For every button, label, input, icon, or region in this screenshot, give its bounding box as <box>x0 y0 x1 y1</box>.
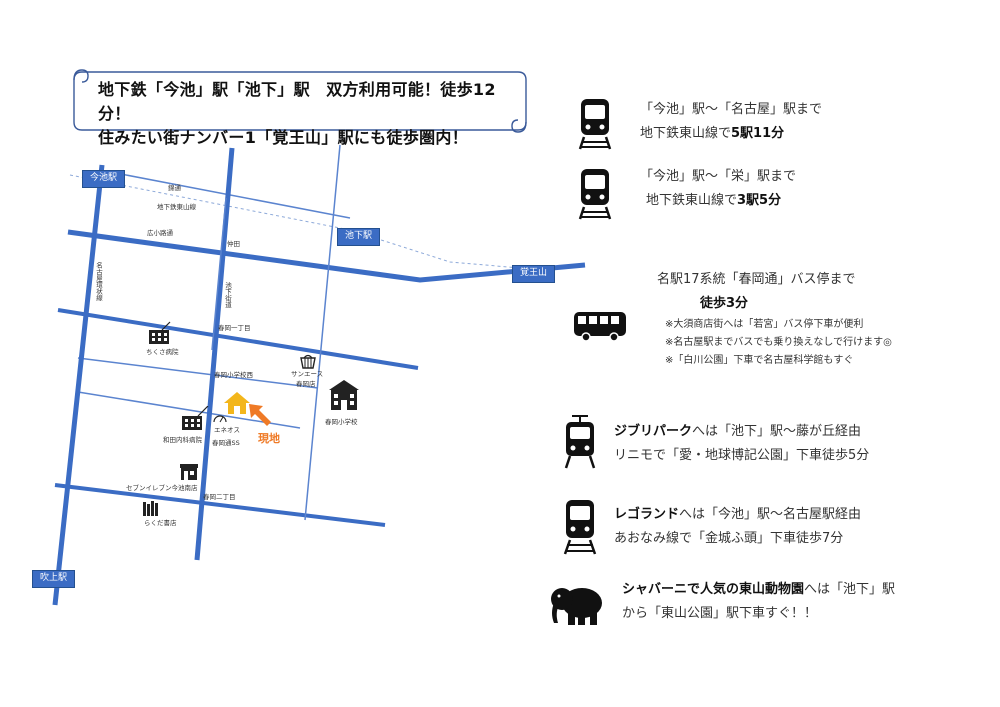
clinic-icon <box>182 406 209 430</box>
road-haruoka1 <box>57 308 419 370</box>
banner-headline: 地下鉄「今池」駅「池下」駅 双方利用可能！徒歩12分！ 住みたい街ナンバー1「覚… <box>98 78 508 150</box>
train-icon <box>578 99 612 150</box>
station-kakuozan[interactable]: 覚王山 <box>512 265 556 283</box>
station-fukiage[interactable]: 吹上駅 <box>32 570 76 588</box>
access-legoland-route: へは「今池」駅～名古屋駅経由 <box>679 507 862 522</box>
poi-wada-clinic: 和田内科病院 <box>163 436 202 444</box>
access-zoo-line2: から「東山公園」駅下車すぐ！！ <box>622 606 818 621</box>
banner-line-1: 地下鉄「今池」駅「池下」駅 双方利用可能！徒歩12分！ <box>98 80 496 123</box>
label-hirokoji: 広小路通 <box>147 229 173 237</box>
access-zoo-name: シャバーニで人気の東山動物園 <box>622 582 805 597</box>
access-zoo-route: へは「池下」駅 <box>804 582 896 597</box>
access-ghibli-name: ジブリパーク <box>614 424 693 439</box>
access-nagoya-line1: 「今池」駅～「名古屋」駅まで <box>640 102 823 117</box>
access-sakae-line2-bold: 3駅5分 <box>737 193 782 208</box>
road-haruoka2 <box>54 483 386 527</box>
poi-haruoka-school: 春岡小学校 <box>325 418 358 426</box>
access-zoo: シャバーニで人気の東山動物園へは「池下」駅 から「東山公園」駅下車すぐ！！ <box>622 578 895 626</box>
label-naka: 仲田 <box>227 240 240 248</box>
bus-icon <box>574 312 626 342</box>
access-legoland: レゴランドへは「今池」駅～名古屋駅経由 あおなみ線で「金城ふ頭」下車徒歩7分 <box>614 503 861 551</box>
poi-sun-ace: サンエース <box>291 370 324 378</box>
access-ghibli-route: へは「池下」駅～藤が丘経由 <box>692 424 862 439</box>
hospital-icon <box>149 321 171 344</box>
poi-seven-eleven: セブンイレブン今池南店 <box>126 484 198 492</box>
road-school-west <box>77 357 319 389</box>
access-sakae: 「今池」駅～「栄」駅まで 地下鉄東山線で3駅5分 <box>640 165 796 213</box>
access-sakae-line2-prefix: 地下鉄東山線で <box>646 193 738 208</box>
poi-chikusa-hospital: ちくさ病院 <box>146 348 179 356</box>
label-haruoka2: 春岡二丁目 <box>203 493 236 501</box>
access-legoland-line1: レゴランドへは「今池」駅～名古屋駅経由 <box>614 503 861 527</box>
shopping-basket-icon <box>300 354 316 369</box>
label-haruoka1: 春岡一丁目 <box>218 324 251 332</box>
access-zoo-line1: シャバーニで人気の東山動物園へは「池下」駅 <box>622 578 895 602</box>
access-nagoya-line2-bold: 5駅11分 <box>731 126 785 141</box>
label-ikeshita-road: 池下街道 <box>223 282 232 308</box>
map-roads <box>52 144 586 606</box>
access-legoland-name: レゴランド <box>614 507 680 522</box>
station-imaike[interactable]: 今池駅 <box>82 170 126 188</box>
access-nagoya-line2: 地下鉄東山線で5駅11分 <box>640 122 822 146</box>
access-sakae-line2: 地下鉄東山線で3駅5分 <box>640 189 796 213</box>
station-ikeshita[interactable]: 池下駅 <box>337 228 381 246</box>
access-ghibli-line2: リニモで「愛・地球博記公園」下車徒歩5分 <box>614 448 870 463</box>
poi-rakuda: らくだ書店 <box>144 519 177 527</box>
site-label: 現地 <box>258 432 280 445</box>
train-icon <box>563 500 597 555</box>
access-legoland-line2: あおなみ線で「金城ふ頭」下車徒歩7分 <box>614 531 844 546</box>
poi-eneos: エネオス <box>214 426 240 434</box>
label-kansen: 名古屋環状線 <box>94 262 103 301</box>
site-arrow-icon <box>249 404 271 426</box>
elephant-icon <box>551 588 602 625</box>
label-school-west: 春岡小学校西 <box>214 371 253 379</box>
access-nagoya: 「今池」駅～「名古屋」駅まで 地下鉄東山線で5駅11分 <box>640 98 822 146</box>
access-bus-note-1: ※大須商店街へは「若宮」バス停下車が便利 <box>665 319 864 330</box>
access-nagoya-line2-prefix: 地下鉄東山線で <box>640 126 732 141</box>
convenience-store-icon <box>180 464 198 480</box>
poi-haruoka-ss: 春岡通SS <box>212 439 240 447</box>
road-ikeshita <box>194 147 235 561</box>
poi-haruoka-store: 春岡店 <box>296 380 316 388</box>
subway-line <box>69 174 521 269</box>
road-naka <box>211 197 227 351</box>
access-bus-line2: 徒歩3分 <box>700 296 749 311</box>
gas-station-icon <box>213 415 227 423</box>
bookstore-icon <box>143 501 158 516</box>
tram-icon <box>564 415 596 469</box>
label-subway: 地下鉄東山線 <box>157 203 196 211</box>
access-bus-note-3: ※「白川公園」下車で名古屋科学館もすぐ <box>665 355 854 366</box>
access-bus-note-2: ※名古屋駅までバスでも乗り換えなしで行けます◎ <box>665 337 892 348</box>
school-icon <box>329 380 359 410</box>
banner-line-2: 住みたい街ナンバー1「覚王山」駅にも徒歩圏内！ <box>98 128 469 147</box>
access-sakae-line1: 「今池」駅～「栄」駅まで <box>640 169 797 184</box>
access-ghibli-line1: ジブリパークへは「池下」駅～藤が丘経由 <box>614 420 869 444</box>
label-nishiki: 錦通 <box>168 184 181 192</box>
access-ghibli: ジブリパークへは「池下」駅～藤が丘経由 リニモで「愛・地球博記公園」下車徒歩5分 <box>614 420 869 468</box>
road-east <box>304 144 341 521</box>
train-icon <box>578 169 612 220</box>
banner-scroll <box>73 69 527 133</box>
access-bus-line1: 名駅17系統「春岡通」バス停まで <box>657 272 856 287</box>
road-kansen <box>52 164 105 606</box>
road-nishiki <box>99 169 351 219</box>
house-icon[interactable] <box>222 390 252 416</box>
road-hirokoji <box>67 229 586 283</box>
